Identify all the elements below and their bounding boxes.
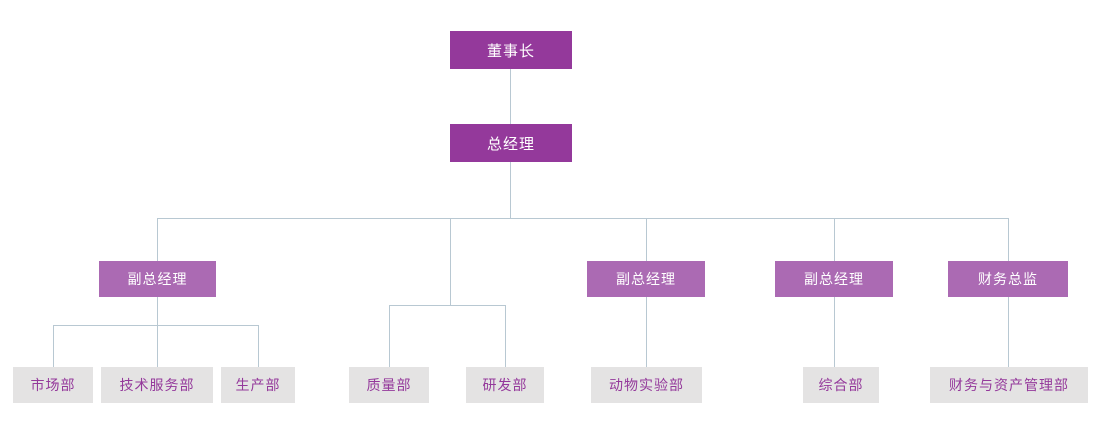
connector-bus-to-cfo xyxy=(1008,218,1009,261)
node-dept-animal-lab[interactable]: 动物实验部 xyxy=(591,367,702,403)
node-dept-finance-asset-management[interactable]: 财务与资产管理部 xyxy=(930,367,1088,403)
connector-gm-to-bus xyxy=(510,162,511,218)
connector-vp3-to-general-affairs xyxy=(834,297,835,367)
connector-quality-rd-sub-bus xyxy=(389,305,505,306)
node-general-manager[interactable]: 总经理 xyxy=(450,124,572,162)
node-dept-marketing[interactable]: 市场部 xyxy=(13,367,93,403)
connector-to-rd-dept xyxy=(505,305,506,367)
node-chairman[interactable]: 董事长 xyxy=(450,31,572,69)
connector-vp1-sub-bus xyxy=(53,325,258,326)
connector-bus-to-vp-2 xyxy=(646,218,647,261)
connector-vp1-to-production xyxy=(258,325,259,367)
node-dept-rd[interactable]: 研发部 xyxy=(466,367,544,403)
connector-cfo-to-finance-asset xyxy=(1008,297,1009,367)
node-dept-technical-service[interactable]: 技术服务部 xyxy=(101,367,213,403)
node-vp-3[interactable]: 副总经理 xyxy=(775,261,893,297)
connector-vp2-to-animal-lab xyxy=(646,297,647,367)
node-dept-general-affairs[interactable]: 综合部 xyxy=(803,367,879,403)
node-vp-2[interactable]: 副总经理 xyxy=(587,261,705,297)
connector-to-quality-dept xyxy=(389,305,390,367)
connector-vp1-to-marketing xyxy=(53,325,54,367)
node-cfo[interactable]: 财务总监 xyxy=(948,261,1068,297)
connector-vp1-drop xyxy=(157,297,158,325)
connector-chairman-to-gm xyxy=(510,69,511,124)
connector-bus-to-vp-3 xyxy=(834,218,835,261)
connector-main-bus xyxy=(157,218,1008,219)
connector-bus-to-vp-1 xyxy=(157,218,158,261)
node-vp-1[interactable]: 副总经理 xyxy=(99,261,216,297)
connector-bus-to-quality-rd-group xyxy=(450,218,451,305)
node-dept-production[interactable]: 生产部 xyxy=(221,367,295,403)
node-dept-quality[interactable]: 质量部 xyxy=(349,367,429,403)
connector-vp1-to-tech-service xyxy=(157,325,158,367)
